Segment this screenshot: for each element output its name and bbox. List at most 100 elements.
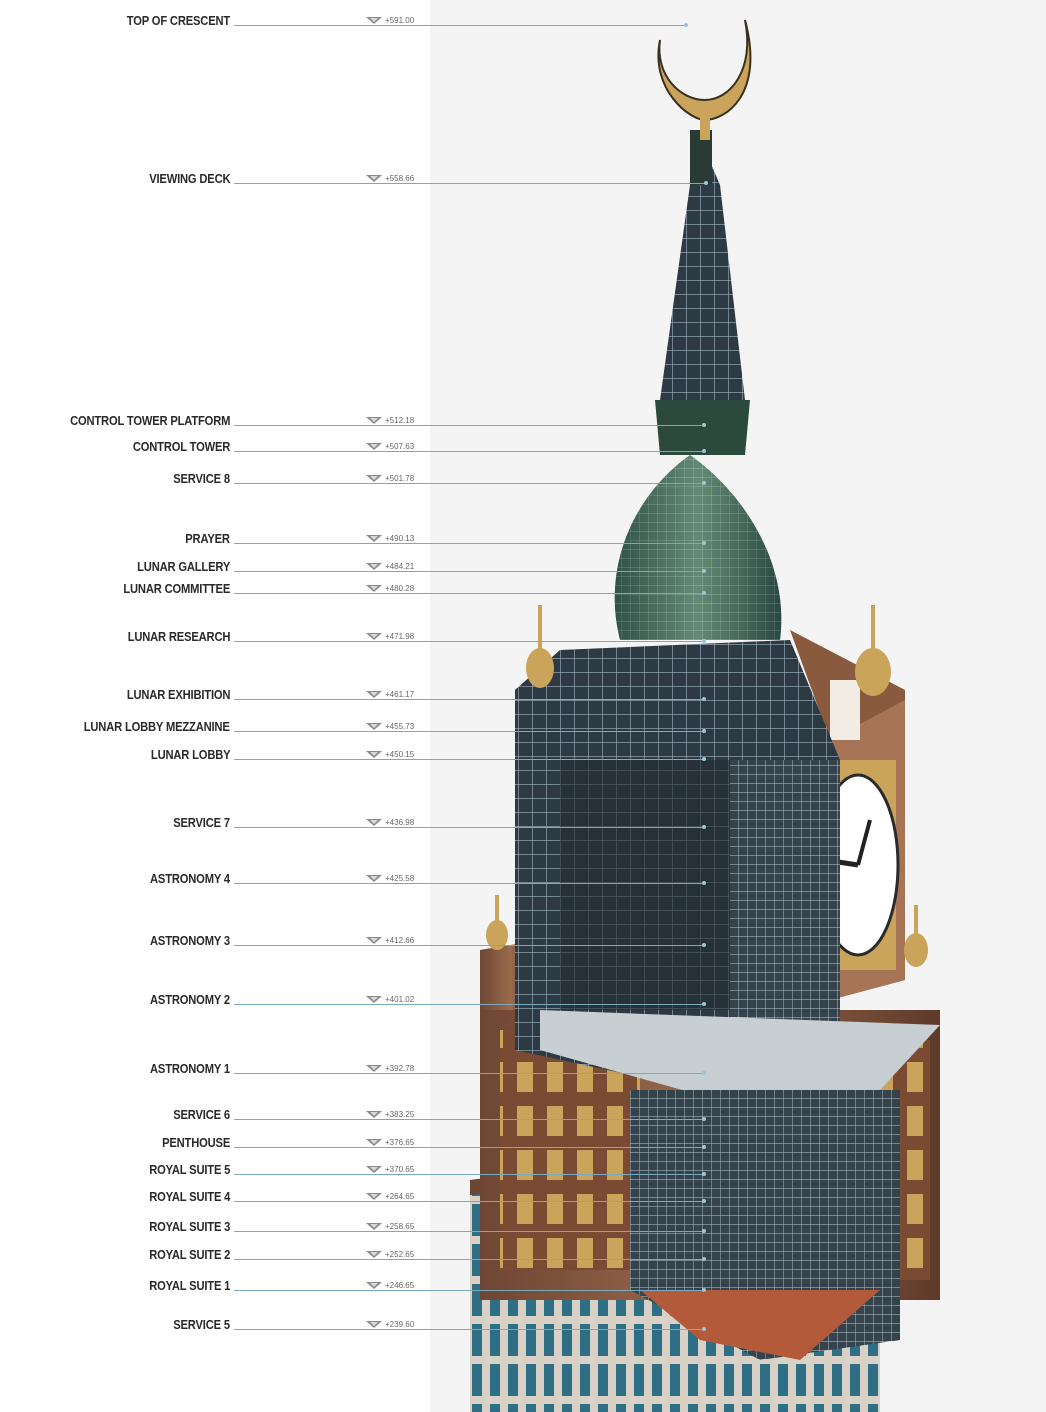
elevation-marker: +471.98 <box>366 632 414 641</box>
elevation-value: +401.02 <box>385 995 415 1004</box>
leader-line <box>234 1231 704 1232</box>
elevation-marker: +401.02 <box>366 995 414 1004</box>
level-name: SERVICE 8 <box>173 471 230 486</box>
level-name: SERVICE 6 <box>173 1107 230 1122</box>
elevation-value: +490.13 <box>385 534 415 543</box>
leader-line <box>234 451 704 452</box>
level-triangle-icon <box>366 175 382 183</box>
level-triangle-icon <box>366 1251 382 1259</box>
leader-dot <box>702 1071 706 1075</box>
leader-line <box>234 827 704 828</box>
elevation-marker: +450.15 <box>366 750 414 759</box>
leader-dot <box>702 591 706 595</box>
level-name: PENTHOUSE <box>161 1135 230 1150</box>
leader-dot <box>702 569 706 573</box>
leader-line <box>234 593 704 594</box>
level-triangle-icon <box>366 585 382 593</box>
leader-dot <box>702 1199 706 1203</box>
leader-line <box>234 699 704 700</box>
elevation-marker: +246.65 <box>366 1281 414 1290</box>
level-name: LUNAR COMMITTEE <box>123 581 230 596</box>
elevation-value: +480.28 <box>385 584 415 593</box>
level-name: ROYAL SUITE 2 <box>148 1247 230 1262</box>
elevation-value: +450.15 <box>385 750 415 759</box>
elevation-marker: +436.98 <box>366 818 414 827</box>
elevation-marker: +490.13 <box>366 534 414 543</box>
elevation-marker: +558.66 <box>366 174 414 183</box>
leader-line <box>234 1201 704 1202</box>
elevation-value: +383.25 <box>385 1110 415 1119</box>
level-triangle-icon <box>366 751 382 759</box>
leader-dot <box>702 757 706 761</box>
elevation-marker: +264.65 <box>366 1192 414 1201</box>
level-triangle-icon <box>366 1282 382 1290</box>
level-triangle-icon <box>366 996 382 1004</box>
elevation-marker: +412.66 <box>366 936 414 945</box>
elevation-marker: +484.21 <box>366 562 414 571</box>
leader-line <box>234 1119 704 1120</box>
leader-dot <box>702 481 706 485</box>
leader-dot <box>702 1327 706 1331</box>
level-triangle-icon <box>366 417 382 425</box>
elevation-marker: +455.73 <box>366 722 414 731</box>
elevation-value: +501.78 <box>385 474 415 483</box>
level-name: ROYAL SUITE 5 <box>148 1162 230 1177</box>
leader-line <box>234 1259 704 1260</box>
leader-line <box>234 1329 704 1330</box>
leader-line <box>234 425 704 426</box>
level-name: LUNAR LOBBY <box>150 747 231 762</box>
level-name: ROYAL SUITE 4 <box>148 1189 230 1204</box>
elevation-marker: +383.25 <box>366 1110 414 1119</box>
leader-line <box>234 571 704 572</box>
leader-dot <box>702 697 706 701</box>
level-name: LUNAR EXHIBITION <box>126 687 231 702</box>
elevation-marker: +239.60 <box>366 1320 414 1329</box>
leader-dot <box>702 1229 706 1233</box>
elevation-marker: +376.65 <box>366 1138 414 1147</box>
elevation-marker: +370.65 <box>366 1165 414 1174</box>
leader-line <box>234 483 704 484</box>
level-triangle-icon <box>366 633 382 641</box>
leader-dot <box>702 1117 706 1121</box>
elevation-value: +425.58 <box>385 874 415 883</box>
level-triangle-icon <box>366 475 382 483</box>
leader-line <box>234 1147 704 1148</box>
level-name: ASTRONOMY 4 <box>150 871 230 886</box>
level-name: LUNAR RESEARCH <box>127 629 230 644</box>
level-triangle-icon <box>366 1065 382 1073</box>
elevation-marker: +461.17 <box>366 690 414 699</box>
level-name: ASTRONOMY 3 <box>150 933 230 948</box>
leader-dot <box>702 1257 706 1261</box>
level-name: CONTROL TOWER <box>132 439 231 454</box>
level-name: VIEWING DECK <box>148 171 230 186</box>
elevation-marker: +507.63 <box>366 442 414 451</box>
leader-dot <box>702 639 706 643</box>
leader-dot <box>702 1172 706 1176</box>
leader-line <box>234 883 704 884</box>
level-name: LUNAR GALLERY <box>136 559 230 574</box>
elevation-marker: +591.00 <box>366 16 414 25</box>
elevation-marker: +252.65 <box>366 1250 414 1259</box>
leader-dot <box>702 881 706 885</box>
leader-line <box>234 641 704 642</box>
leader-line <box>234 25 686 26</box>
level-triangle-icon <box>366 1321 382 1329</box>
leader-dot <box>702 541 706 545</box>
leader-line <box>234 945 704 946</box>
level-name: PRAYER <box>185 531 230 546</box>
level-triangle-icon <box>366 1166 382 1174</box>
level-name: SERVICE 5 <box>173 1317 230 1332</box>
leader-line <box>234 759 704 760</box>
level-triangle-icon <box>366 875 382 883</box>
level-name: TOP OF CRESCENT <box>126 13 230 28</box>
level-name: LUNAR LOBBY MEZZANINE <box>84 719 230 734</box>
level-triangle-icon <box>366 937 382 945</box>
elevation-value: +239.60 <box>385 1320 415 1329</box>
leader-dot <box>704 181 708 185</box>
elevation-value: +246.65 <box>385 1281 415 1290</box>
level-triangle-icon <box>366 535 382 543</box>
elevation-value: +436.98 <box>385 818 415 827</box>
leader-line <box>234 543 704 544</box>
